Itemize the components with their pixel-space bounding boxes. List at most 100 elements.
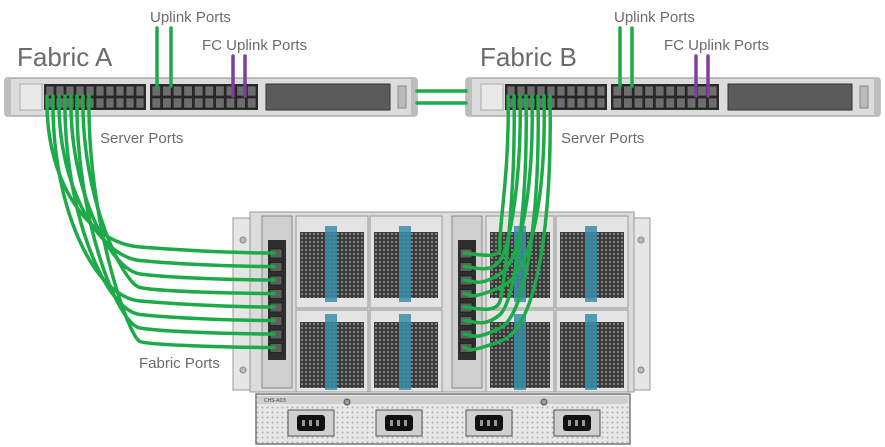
sfp-port [566,85,576,97]
server-port-cable-a [45,94,276,255]
server-port-cable-b [462,94,552,352]
sfp-port [596,85,606,97]
fabric-b-title: Fabric B [480,42,577,72]
sfp-port [204,85,214,97]
fabric-a-title: Fabric A [17,42,113,72]
sfp-port [75,85,85,97]
sfp-port [194,97,204,109]
sfp-port [162,85,172,97]
server-port-cable-b [462,94,540,338]
sfp-port [633,97,644,109]
sfp-port [225,85,236,97]
power-inlet [553,409,601,437]
server-port-cable-b [462,94,522,271]
sfp-port [697,97,707,109]
server-port-cable-a [81,94,276,296]
sfp-port [644,85,654,97]
fabric-a-uplink-label: Uplink Ports [150,9,231,26]
sfp-port [95,97,105,109]
sfp-port [115,85,125,97]
sfp-port [204,97,214,109]
chassis-rack-ear-right [631,217,651,391]
sfp-port [536,85,546,97]
sfp-port [135,85,145,97]
server-port-cable-a [51,94,276,309]
sfp-port [665,85,675,97]
fabric-b-uplink-label: Uplink Ports [614,9,695,26]
sfp-port [162,97,172,109]
sfp-port [172,85,183,97]
sfp-port [623,97,633,109]
sfp-port [65,85,75,97]
sfp-port [576,85,586,97]
server-port-cable-b [462,94,534,284]
power-inlet [465,409,513,437]
sfp-port [247,85,257,97]
sfp-port [655,97,665,109]
sfp-port [526,85,536,97]
power-inlet [375,409,423,437]
fabric-interconnect-a [4,77,418,117]
sfp-port [183,85,193,97]
sfp-port [556,85,566,97]
power-inlet [287,409,335,437]
sfp-port [115,97,125,109]
server-port-cable-a [63,94,276,323]
sfp-port [596,97,606,109]
sfp-port [247,97,257,109]
sfp-port [655,85,665,97]
iom-module-a [261,215,293,389]
sfp-port [151,97,161,109]
sfp-port [215,85,225,97]
sfp-port [633,85,644,97]
sfp-port [546,85,556,97]
fc-cables [231,54,710,98]
server-port-cable-b [462,94,516,311]
sfp-port [697,85,707,97]
sfp-port [225,97,236,109]
sfp-port [45,85,55,97]
sfp-port [125,85,135,97]
sfp-port [183,97,193,109]
fabric-interconnect-b [465,77,881,117]
sfp-port [612,85,622,97]
fabric-a-fc-uplink-label: FC Uplink Ports [202,37,307,54]
sfp-port [676,85,686,97]
sfp-port [506,85,516,97]
sfp-port [686,97,697,109]
fabric-a-server-ports-label: Server Ports [100,130,183,147]
sfp-port [676,97,686,109]
chassis-model-tag: CHS-A03 [264,398,286,404]
sfp-port [612,97,622,109]
sfp-port [576,97,586,109]
sfp-port [516,85,526,97]
server-port-cable-b [462,94,510,257]
sfp-port [665,97,675,109]
server-port-cable-b [462,94,528,325]
sfp-port [135,97,145,109]
blade-chassis: CHS-A03 [232,211,651,445]
sfp-port [644,97,654,109]
fabric-b-fc-uplink-label: FC Uplink Ports [664,37,769,54]
iom-module-b [451,215,483,389]
sfp-port [105,97,115,109]
sfp-port [194,85,204,97]
sfp-port [55,85,65,97]
server-port-cable-a [57,94,276,269]
server-port-cable-a [69,94,276,282]
sfp-port [215,97,225,109]
sfp-port [172,97,183,109]
sfp-port [85,85,95,97]
sfp-port [586,85,596,97]
server-port-cable-a [75,94,276,336]
fabric-b-server-ports-label: Server Ports [561,130,644,147]
sfp-port [95,85,105,97]
sfp-port [105,85,115,97]
ethernet-cables [45,26,634,352]
sfp-port [623,85,633,97]
power-supply-bay: CHS-A03 [255,393,631,445]
server-port-cable-a [87,94,276,350]
sfp-port [125,97,135,109]
sfp-port [586,97,596,109]
